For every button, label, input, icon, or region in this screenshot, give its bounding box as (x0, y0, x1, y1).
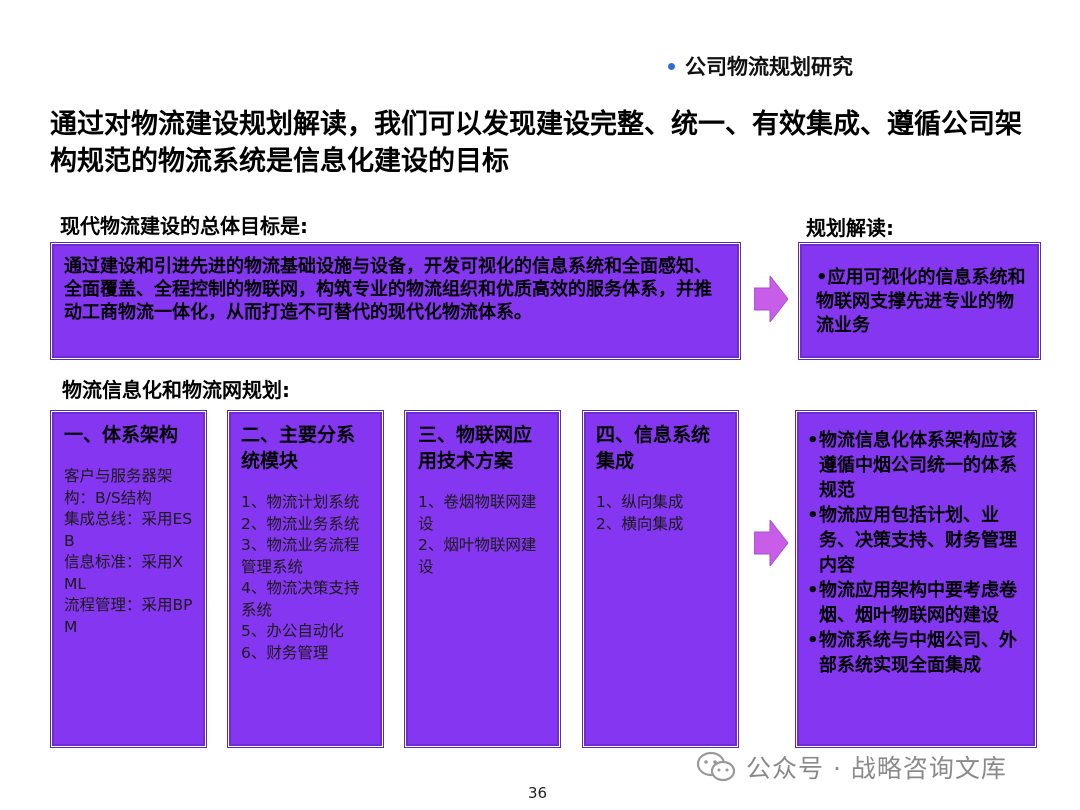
bullet-icon: • (807, 630, 819, 651)
summary-item-text: 物流应用架构中要考虑卷烟、烟叶物联网的建设 (819, 580, 1017, 626)
watermark-text: 公众号 · 战略咨询文库 (746, 754, 1007, 783)
column-body: 客户与服务器架构：B/S结构 集成总线：采用ESB 信息标准：采用XML 流程管… (64, 467, 193, 636)
summary-item: • 物流应用架构中要考虑卷烟、烟叶物联网的建设 (807, 578, 1023, 628)
bullet-icon: • (807, 430, 819, 451)
plan-column-architecture: 一、体系架构 客户与服务器架构：B/S结构 集成总线：采用ESB 信息标准：采用… (50, 410, 207, 748)
bullet-icon: • (807, 580, 819, 601)
column-title: 一、体系架构 (64, 424, 179, 446)
plan-column-modules: 二、主要分系统模块 1、物流计划系统 2、物流业务系统 3、物流业务流程管理系统… (227, 410, 384, 748)
right-arrow-icon (754, 276, 788, 322)
column-body: 1、物流计划系统 2、物流业务系统 3、物流业务流程管理系统 4、物流决策支持系… (241, 493, 360, 662)
summary-box: • 物流信息化体系架构应该遵循中烟公司统一的体系规范 • 物流应用包括计划、业务… (795, 410, 1037, 748)
page-title: 通过对物流建设规划解读，我们可以发现建设完整、统一、有效集成、遵循公司架构规范的… (50, 109, 1022, 177)
plan-column-integration: 四、信息系统集成 1、纵向集成 2、横向集成 (582, 410, 739, 748)
summary-item: • 物流信息化体系架构应该遵循中烟公司统一的体系规范 (807, 428, 1023, 503)
column-body: 1、卷烟物联网建设 2、烟叶物联网建设 (418, 493, 537, 576)
interpretation-box: •应用可视化的信息系统和物联网支撑先进专业的物流业务 (798, 242, 1041, 360)
column-title: 三、物联网应用技术方案 (418, 424, 533, 472)
watermark: 公众号 · 战略咨询文库 (696, 748, 1007, 786)
wechat-icon (696, 751, 736, 782)
column-title: 四、信息系统集成 (596, 424, 711, 472)
bullet-dot-icon (668, 62, 675, 70)
goal-label: 现代物流建设的总体目标是: (60, 214, 308, 238)
section-tag-text: 公司物流规划研究 (685, 55, 853, 79)
summary-item: • 物流应用包括计划、业务、决策支持、财务管理内容 (807, 503, 1023, 578)
section-tag: 公司物流规划研究 (668, 50, 853, 82)
column-title: 二、主要分系统模块 (241, 424, 356, 472)
summary-item: • 物流系统与中烟公司、外部系统实现全面集成 (807, 628, 1023, 678)
goal-box: 通过建设和引进先进的物流基础设施与设备，开发可视化的信息系统和全面感知、全面覆盖… (50, 242, 741, 360)
page-number: 36 (528, 784, 548, 802)
bullet-icon: • (807, 505, 819, 526)
interpretation-label: 规划解读: (806, 216, 894, 240)
summary-item-text: 物流系统与中烟公司、外部系统实现全面集成 (819, 630, 1017, 676)
plan-column-iot: 三、物联网应用技术方案 1、卷烟物联网建设 2、烟叶物联网建设 (404, 410, 561, 748)
column-body: 1、纵向集成 2、横向集成 (596, 493, 684, 533)
interpretation-text: •应用可视化的信息系统和物联网支撑先进专业的物流业务 (816, 267, 1026, 336)
goal-text: 通过建设和引进先进的物流基础设施与设备，开发可视化的信息系统和全面感知、全面覆盖… (64, 256, 712, 323)
summary-item-text: 物流信息化体系架构应该遵循中烟公司统一的体系规范 (819, 430, 1017, 501)
right-arrow-icon (754, 520, 788, 566)
summary-item-text: 物流应用包括计划、业务、决策支持、财务管理内容 (819, 505, 1017, 576)
plan-label: 物流信息化和物流网规划: (62, 378, 290, 402)
